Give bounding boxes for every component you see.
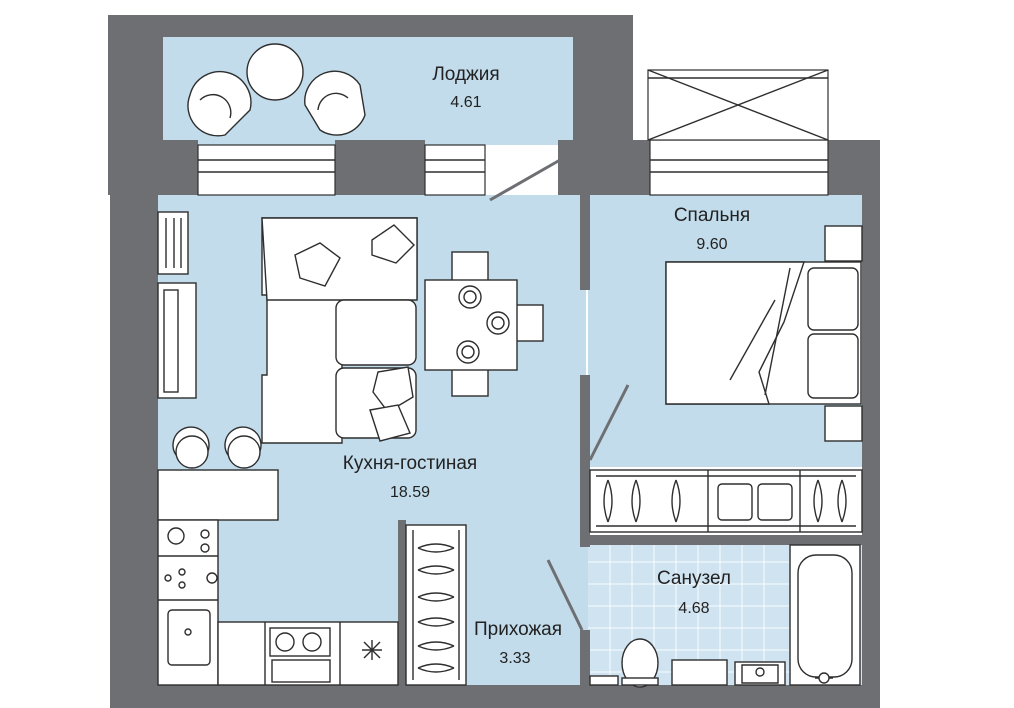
room-name-bathroom: Санузел (656, 568, 732, 589)
doors (489, 158, 630, 631)
room-area-kitchen-living: 18.59 (389, 484, 431, 501)
room-name-hallway: Прихожая (473, 619, 563, 640)
room-name-loggia: Лоджия (432, 64, 500, 85)
dining-table (424, 251, 544, 397)
room-area-bedroom: 9.60 (696, 236, 728, 253)
loggia-furniture (187, 43, 366, 137)
walls (108, 15, 880, 708)
ventilation-shaft (647, 69, 829, 141)
bed (665, 225, 863, 442)
room-area-hallway: 3.33 (499, 650, 531, 667)
tv-shelf (157, 211, 197, 399)
kitchen-units (157, 519, 399, 686)
bathroom-fixtures (589, 544, 861, 688)
hallway-wardrobe (405, 524, 467, 686)
sofa (261, 217, 418, 444)
bedroom-wardrobe (589, 469, 863, 533)
room-area-bathroom: 4.68 (678, 600, 710, 617)
room-name-kitchen-living: Кухня-гостиная (342, 453, 478, 474)
windows (197, 139, 829, 196)
bar-counter (157, 426, 279, 521)
room-area-loggia: 4.61 (450, 94, 482, 111)
room-name-bedroom: Спальня (673, 205, 751, 226)
